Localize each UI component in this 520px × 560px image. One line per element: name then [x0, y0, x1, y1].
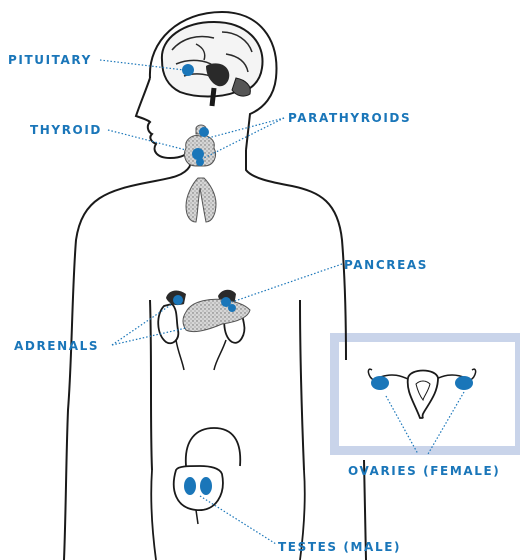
parathyroid-dot-upper — [199, 127, 209, 137]
label-ovaries: OVARIES (FEMALE) — [348, 464, 500, 478]
label-testes: TESTES (MALE) — [278, 540, 401, 554]
ovary-dot-left — [371, 376, 389, 390]
ovary-dot-right — [455, 376, 473, 390]
label-pituitary: PITUITARY — [8, 53, 92, 67]
uterus-illustration — [368, 369, 475, 418]
parathyroid-dot-lower — [196, 158, 204, 166]
gland-markers — [173, 64, 473, 495]
label-adrenals: ADRENALS — [14, 339, 99, 353]
label-pancreas: PANCREAS — [344, 258, 428, 272]
testis-dot-right — [200, 477, 212, 495]
thymus-organ — [186, 178, 216, 222]
thyroid-dot — [192, 148, 204, 160]
testis-dot-left — [184, 477, 196, 495]
label-thyroid: THYROID — [30, 123, 102, 137]
adrenal-dot-left — [173, 295, 183, 305]
scrotum-outline — [174, 466, 223, 510]
brain — [162, 22, 263, 106]
pituitary-dot — [182, 64, 194, 76]
label-parathyroids: PARATHYROIDS — [288, 111, 411, 125]
pancreas-dot — [228, 304, 236, 312]
